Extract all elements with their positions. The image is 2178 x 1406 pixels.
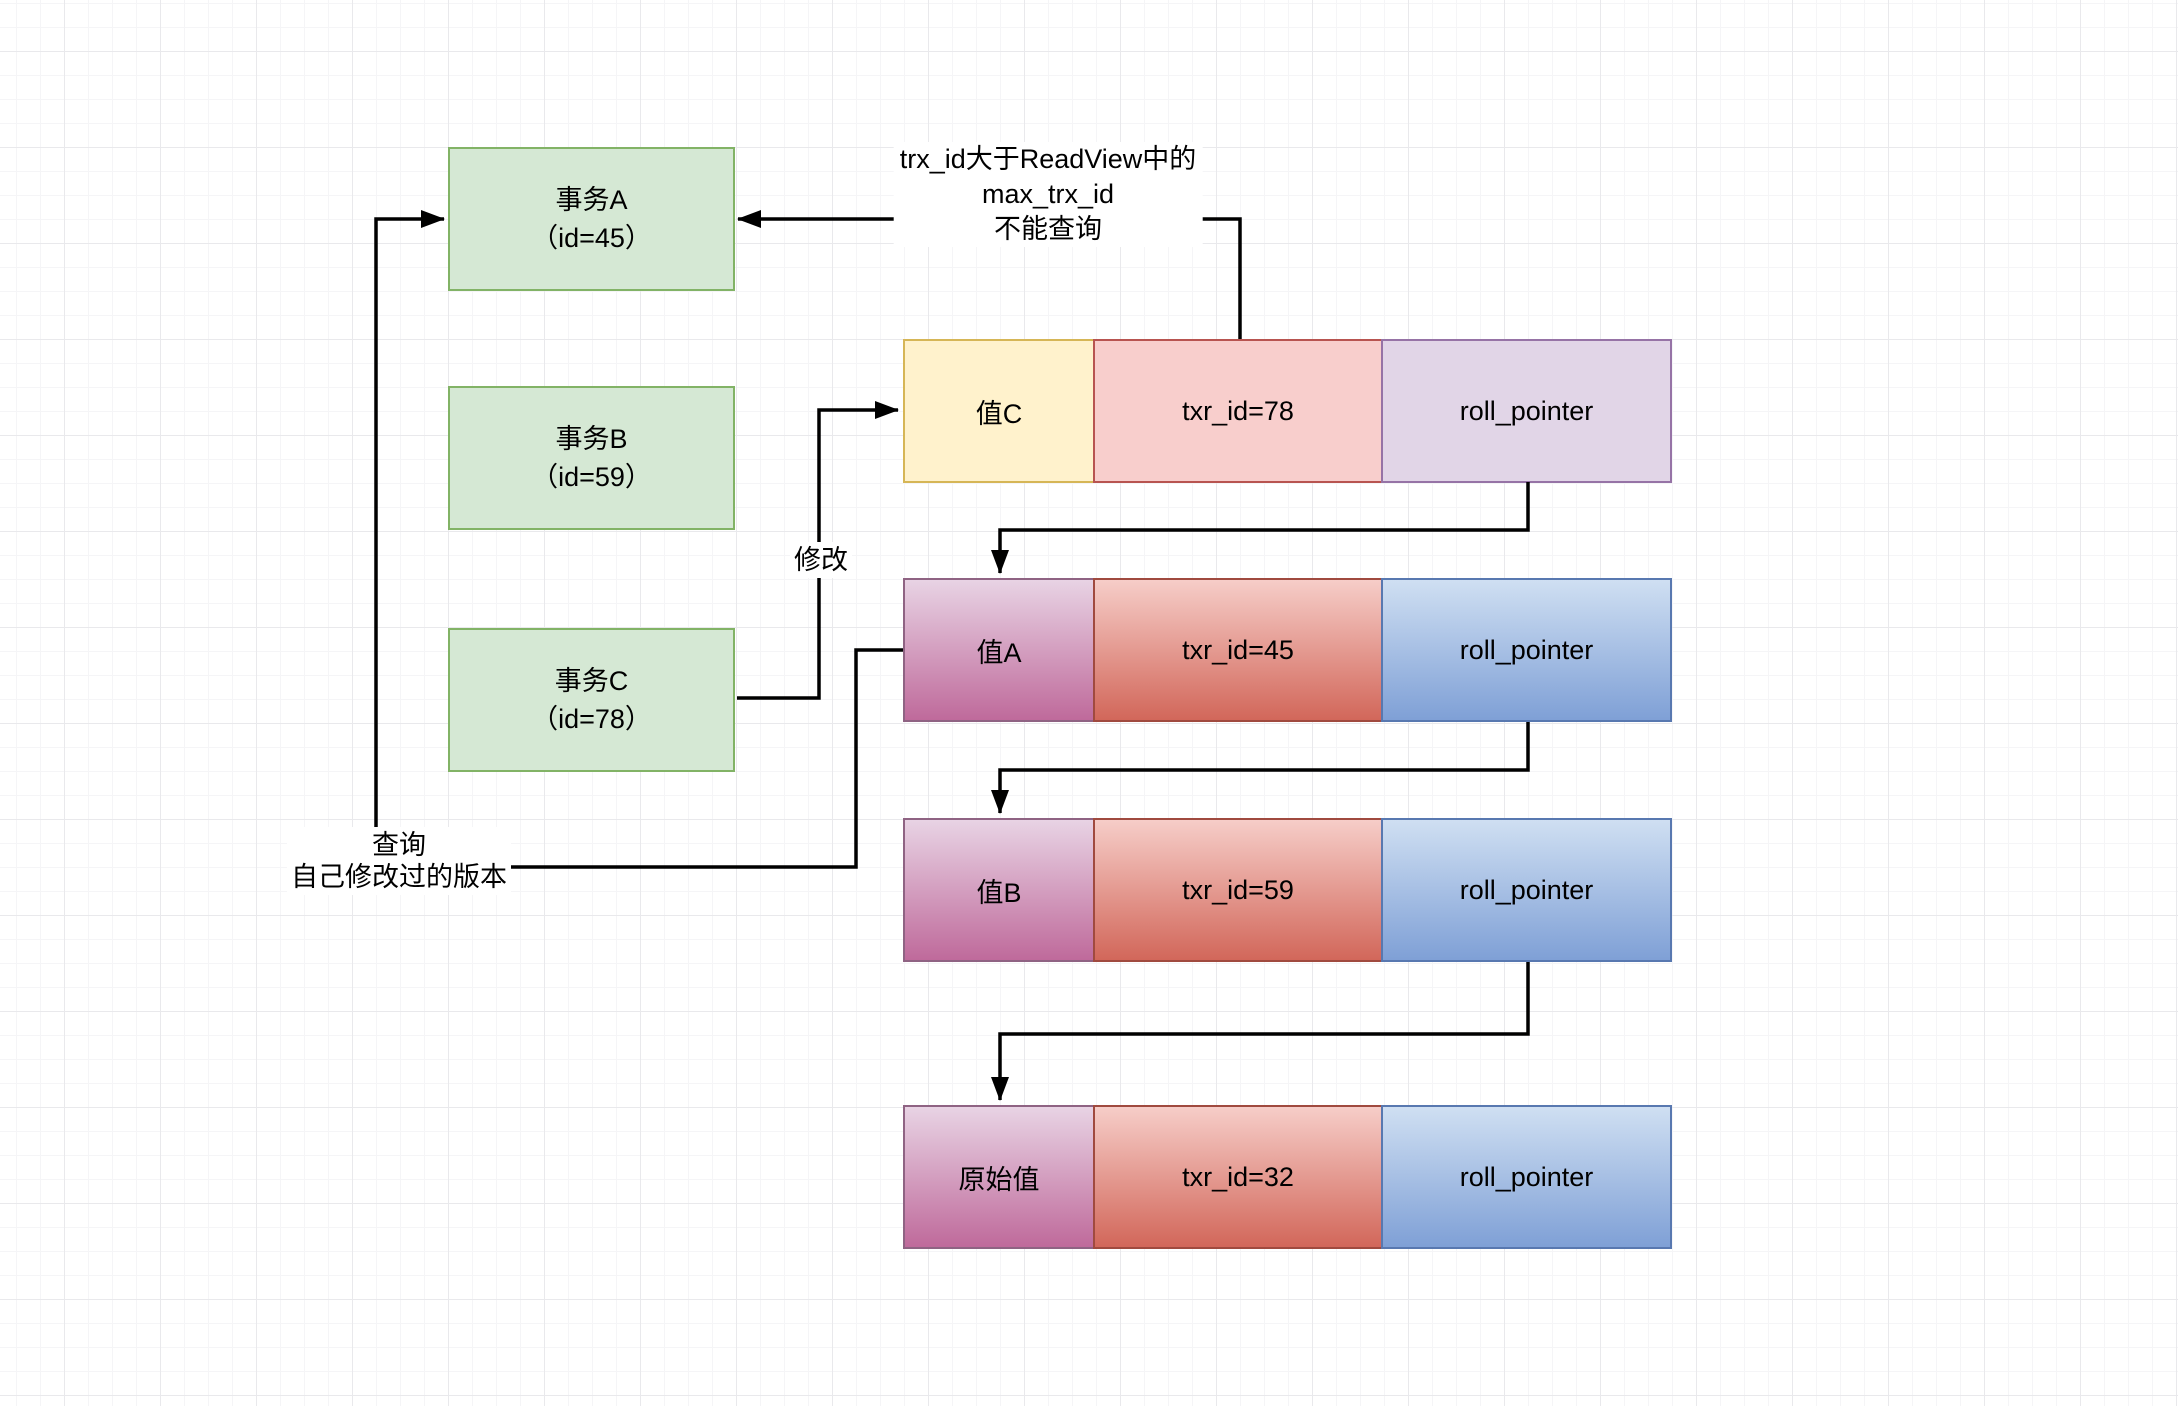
edge-rollpointer-row3-to-row4 bbox=[991, 962, 1530, 1101]
top-note-line2: max_trx_id bbox=[981, 179, 1115, 209]
transaction-box-b: 事务B （id=59） bbox=[448, 386, 735, 530]
transaction-name: 事务A bbox=[555, 185, 628, 215]
transaction-box-c: 事务C （id=78） bbox=[448, 628, 735, 772]
top-note-line1: trx_id大于ReadView中的 bbox=[899, 144, 1197, 174]
roll-pointer-cell: roll_pointer bbox=[1381, 818, 1672, 962]
version-row-newest: 值C txr_id=78 roll_pointer bbox=[903, 339, 1672, 483]
query-label: 查询 自己修改过的版本 bbox=[287, 827, 511, 895]
query-label-line2: 自己修改过的版本 bbox=[291, 862, 507, 892]
value-cell: 原始值 bbox=[903, 1105, 1095, 1249]
transaction-box-a: 事务A （id=45） bbox=[448, 147, 735, 291]
value-cell: 值A bbox=[903, 578, 1095, 722]
roll-pointer-cell: roll_pointer bbox=[1381, 1105, 1672, 1249]
top-note-line3: 不能查询 bbox=[993, 214, 1102, 244]
trx-id-cell: txr_id=59 bbox=[1093, 818, 1383, 962]
value-cell: 值B bbox=[903, 818, 1095, 962]
trx-id-cell: txr_id=32 bbox=[1093, 1105, 1383, 1249]
transaction-id: （id=78） bbox=[531, 704, 652, 734]
value-cell: 值C bbox=[903, 339, 1095, 483]
edge-rollpointer-row2-to-row3 bbox=[991, 722, 1530, 814]
transaction-id: （id=59） bbox=[531, 462, 652, 492]
version-row-original: 原始值 txr_id=32 roll_pointer bbox=[903, 1105, 1672, 1249]
transaction-name: 事务C bbox=[554, 666, 629, 696]
trx-id-cell: txr_id=78 bbox=[1093, 339, 1383, 483]
version-row-b: 值B txr_id=59 roll_pointer bbox=[903, 818, 1672, 962]
version-row-a: 值A txr_id=45 roll_pointer bbox=[903, 578, 1672, 722]
trx-id-cell: txr_id=45 bbox=[1093, 578, 1383, 722]
transaction-name: 事务B bbox=[555, 424, 628, 454]
top-note-label: trx_id大于ReadView中的 max_trx_id 不能查询 bbox=[893, 142, 1203, 247]
edge-rollpointer-row1-to-row2 bbox=[991, 482, 1530, 574]
modify-label: 修改 bbox=[790, 542, 852, 578]
roll-pointer-cell: roll_pointer bbox=[1381, 339, 1672, 483]
roll-pointer-cell: roll_pointer bbox=[1381, 578, 1672, 722]
query-label-line1: 查询 bbox=[372, 830, 426, 860]
transaction-id: （id=45） bbox=[531, 223, 652, 253]
